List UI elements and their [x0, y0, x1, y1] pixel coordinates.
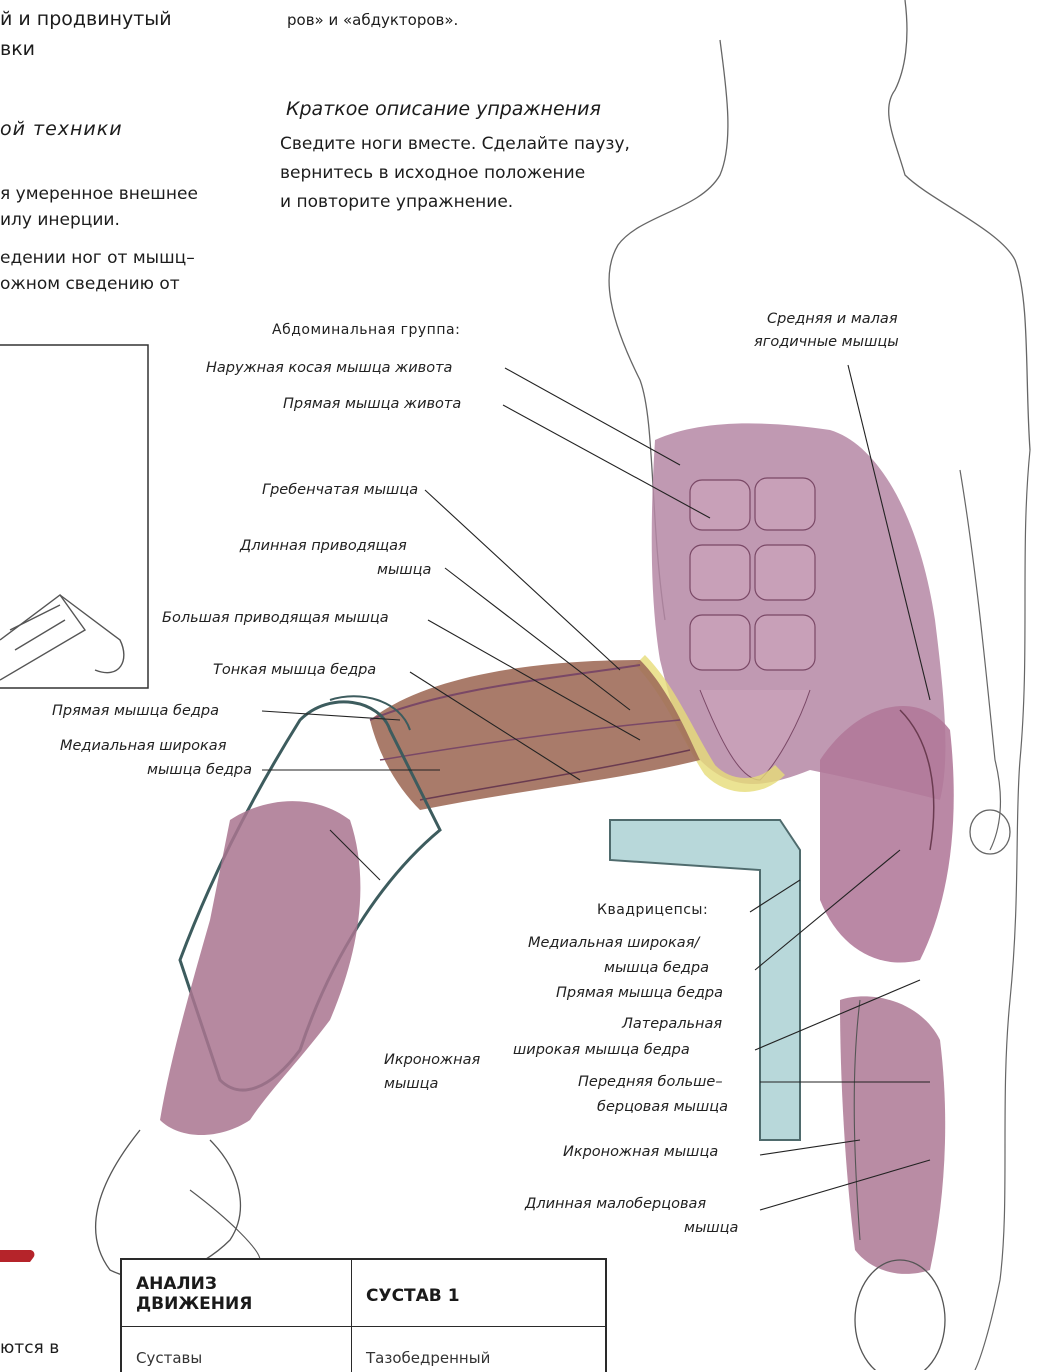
label-gastrocnemius-right: Икроножная мышца	[563, 1142, 718, 1162]
right-top-fragment: ров» и «абдукторов».	[287, 8, 458, 32]
left-heading-line-1: й и продвинутый	[0, 6, 172, 32]
label-vastus-medialis-1: Медиальная широкая	[60, 736, 226, 756]
left-heading-line-2: вки	[0, 36, 35, 62]
label-abdominal-group: Абдоминальная группа:	[272, 322, 460, 338]
table-header-cell: СУСТАВ 1	[352, 1260, 601, 1326]
label-vastus-medialis-2: мышца бедра	[147, 760, 252, 780]
movement-analysis-table: АНАЛИЗ ДВИЖЕНИЯ СУСТАВ 1 Суставы Тазобед…	[120, 1258, 607, 1372]
label-q-rectus-femoris: Прямая мышца бедра	[556, 983, 723, 1003]
label-tibialis-2: берцовая мышца	[597, 1097, 728, 1117]
inset-leg-pad	[0, 595, 124, 680]
machine-pad	[610, 820, 800, 1140]
left-bottom-text: ются в	[0, 1336, 59, 1360]
brief-line-1: Сведите ноги вместе. Сделайте паузу,	[280, 132, 630, 156]
label-q-vastus-medialis-1: Медиальная широкая/	[528, 933, 699, 953]
left-subheading: ой техники	[0, 116, 123, 142]
right-foot	[855, 1260, 945, 1370]
label-lateral-1: Латеральная	[622, 1014, 722, 1034]
label-adductor-longus-1: Длинная приводящая	[240, 536, 407, 556]
left-line-4: ожном сведению от	[0, 272, 180, 296]
label-gracilis: Тонкая мышца бедра	[213, 660, 376, 680]
table-header-col1-line2: ДВИЖЕНИЯ	[136, 1294, 337, 1314]
brief-line-2: вернитесь в исходное положение	[280, 161, 585, 185]
label-adductor-longus-2: мышца	[377, 560, 431, 580]
table-cell: Суставы	[122, 1327, 352, 1372]
left-lower-leg	[160, 801, 360, 1135]
brief-description-title: Краткое описание упражнения	[286, 96, 601, 122]
table-header-cell: АНАЛИЗ ДВИЖЕНИЯ	[122, 1260, 352, 1326]
label-gluteus-2: ягодичные мышцы	[754, 332, 899, 352]
label-adductor-magnus: Большая приводящая мышца	[162, 608, 389, 628]
table-header-row: АНАЛИЗ ДВИЖЕНИЯ СУСТАВ 1	[122, 1260, 605, 1326]
label-lateral-2: широкая мышца бедра	[513, 1040, 690, 1060]
label-peroneus-2: мышца	[684, 1218, 738, 1238]
label-gastrocnemius-left-2: мышца	[384, 1074, 438, 1094]
left-line-1: я умеренное внешнее	[0, 182, 198, 206]
table-row: Суставы Тазобедренный	[122, 1326, 605, 1372]
left-line-3: едении ног от мышц–	[0, 246, 195, 270]
right-thigh	[820, 706, 954, 963]
label-pectineus: Гребенчатая мышца	[262, 480, 418, 500]
label-quadriceps: Квадрицепсы:	[597, 902, 708, 918]
label-rectus-abdominis: Прямая мышца живота	[283, 394, 461, 414]
red-accent-mark	[0, 1250, 34, 1262]
label-rectus-femoris: Прямая мышца бедра	[52, 701, 219, 721]
brief-line-3: и повторите упражнение.	[280, 190, 513, 214]
label-gluteus-1: Средняя и малая	[767, 309, 898, 329]
left-line-2: илу инерции.	[0, 208, 120, 232]
table-cell: Тазобедренный	[352, 1327, 601, 1372]
label-q-vastus-medialis-2: мышца бедра	[604, 958, 709, 978]
label-tibialis-1: Передняя больше–	[578, 1072, 723, 1092]
label-peroneus-1: Длинная малоберцовая	[525, 1194, 706, 1214]
table-header-col1-line1: АНАЛИЗ	[136, 1274, 337, 1294]
label-gastrocnemius-left-1: Икроножная	[384, 1050, 480, 1070]
label-external-oblique: Наружная косая мышца живота	[206, 358, 452, 378]
left-foot	[96, 1130, 241, 1278]
right-lower-leg	[840, 996, 945, 1274]
